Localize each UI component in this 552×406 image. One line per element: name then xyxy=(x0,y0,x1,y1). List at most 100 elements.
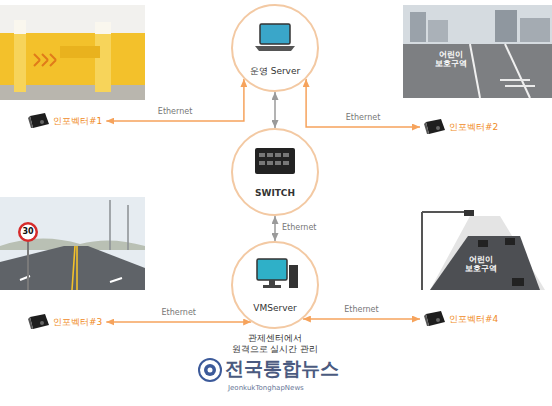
camera-icon xyxy=(424,310,446,328)
edge-label: Ethernet xyxy=(160,309,198,318)
circle-outline-part xyxy=(232,242,318,328)
node-title: VMServer xyxy=(231,303,319,314)
circle-outline-part xyxy=(257,259,287,280)
school-zone-illustration-part xyxy=(421,212,423,290)
road-photo-part xyxy=(403,44,552,98)
circle-outline-part xyxy=(275,153,281,157)
parking-photo-part xyxy=(60,46,100,58)
school-zone-illustration-part xyxy=(464,210,474,216)
road-photo-part xyxy=(495,10,517,42)
camera-icon-part xyxy=(436,126,440,130)
edge-label: Ethernet xyxy=(344,114,382,123)
node-caption: 관제센터에서 원격으로 실시간 관리 xyxy=(230,333,320,356)
parking-photo-part xyxy=(14,20,26,92)
speed-sign-number: 30 xyxy=(18,227,38,236)
road-photo-part xyxy=(470,44,480,98)
speed-road-photo-part xyxy=(20,276,122,282)
edge-label: Ethernet xyxy=(156,108,194,117)
camera-icon-part xyxy=(40,120,44,124)
ethernet-connector xyxy=(106,321,251,323)
circle-outline-part xyxy=(255,46,295,51)
server-circle: 운영 Server xyxy=(231,4,319,92)
school-zone-illustration-part xyxy=(430,216,545,290)
ethernet-connector xyxy=(274,92,276,128)
server-circle: VMServer관제센터에서 원격으로 실시간 관리 xyxy=(231,241,319,329)
circle-outline xyxy=(231,4,319,92)
camera-icon-part xyxy=(30,113,49,128)
circle-outline-part xyxy=(232,129,318,215)
server-circle: SWITCH xyxy=(231,128,319,216)
camera-node: 인포벡터#3 xyxy=(28,313,102,331)
school-zone-illustration-part xyxy=(505,238,515,245)
road-photo-part xyxy=(410,12,426,42)
circle-outline-part xyxy=(269,280,275,285)
edge-label: Ethernet xyxy=(342,306,380,315)
ethernet-connector xyxy=(306,79,420,127)
ethernet-connector xyxy=(106,79,244,121)
road-marking-text: 어린이 보호구역 xyxy=(458,255,504,273)
speed-road-photo-part xyxy=(72,246,77,290)
camera-icon-part xyxy=(40,321,44,325)
watermark-emblem xyxy=(199,359,221,381)
road-photo-part xyxy=(500,80,535,86)
circle-outline-part xyxy=(283,161,289,165)
circle-outline-part xyxy=(260,24,290,44)
parking-photo-part xyxy=(0,5,145,100)
school-zone-illustration xyxy=(403,200,545,290)
school-zone-illustration-part xyxy=(478,240,488,247)
speed-road-photo-part xyxy=(18,222,38,242)
speed-road-photo-part xyxy=(0,246,145,290)
parking-photo-part xyxy=(34,54,56,66)
camera-icon-part xyxy=(436,318,440,322)
circle-outline-part xyxy=(267,161,273,165)
road-photo-part xyxy=(505,44,530,98)
ethernet-connector xyxy=(303,318,420,320)
circle-outline-part xyxy=(232,5,318,91)
parking-photo-part xyxy=(95,22,111,34)
speed-road-photo-part xyxy=(0,197,145,290)
circle-outline-part xyxy=(255,148,295,174)
camera-icon-part xyxy=(426,311,445,326)
circle-outline-part xyxy=(275,161,281,165)
watermark-subtitle: JeonkukTonghapNews xyxy=(228,384,338,392)
camera-icon-part xyxy=(30,314,49,329)
road-photo xyxy=(403,5,552,98)
school-zone-illustration-part xyxy=(430,236,540,290)
road-photo-part xyxy=(520,18,550,42)
watermark-emblem-part xyxy=(199,359,221,381)
node-title: 운영 Server xyxy=(231,66,319,77)
circle-outline-part xyxy=(283,153,289,157)
watermark-emblem-part xyxy=(208,368,213,373)
parking-photo-part xyxy=(0,5,145,33)
camera-icon-part xyxy=(28,116,33,128)
circle-outline-part xyxy=(289,265,298,288)
camera-label: 인포벡터#4 xyxy=(449,313,498,326)
circle-outline-part xyxy=(267,153,273,157)
camera-node: 인포벡터#4 xyxy=(424,310,498,328)
camera-icon-part xyxy=(424,122,429,134)
camera-icon xyxy=(28,313,50,331)
speed-road-photo xyxy=(0,197,145,290)
camera-node: 인포벡터#2 xyxy=(424,118,498,136)
camera-label: 인포벡터#2 xyxy=(449,121,498,134)
watermark-emblem-part xyxy=(204,364,216,376)
camera-node: 인포벡터#1 xyxy=(28,112,102,130)
school-zone-illustration-part xyxy=(422,211,470,213)
circle-outline xyxy=(231,241,319,329)
circle-outline-part xyxy=(263,285,281,288)
circle-outline-part xyxy=(259,153,265,157)
watermark-text: 전국통합뉴스 xyxy=(225,358,355,380)
camera-icon xyxy=(28,112,50,130)
circle-outline-part xyxy=(259,161,265,165)
ethernet-connector xyxy=(274,216,276,241)
circle-outline xyxy=(231,128,319,216)
parking-photo xyxy=(0,5,145,100)
camera-icon xyxy=(424,118,446,136)
camera-label: 인포벡터#1 xyxy=(53,115,102,128)
school-zone-illustration-part xyxy=(512,278,524,286)
camera-icon-part xyxy=(28,317,33,329)
speed-road-photo-part xyxy=(27,242,29,290)
edge-label: Ethernet xyxy=(280,224,318,233)
